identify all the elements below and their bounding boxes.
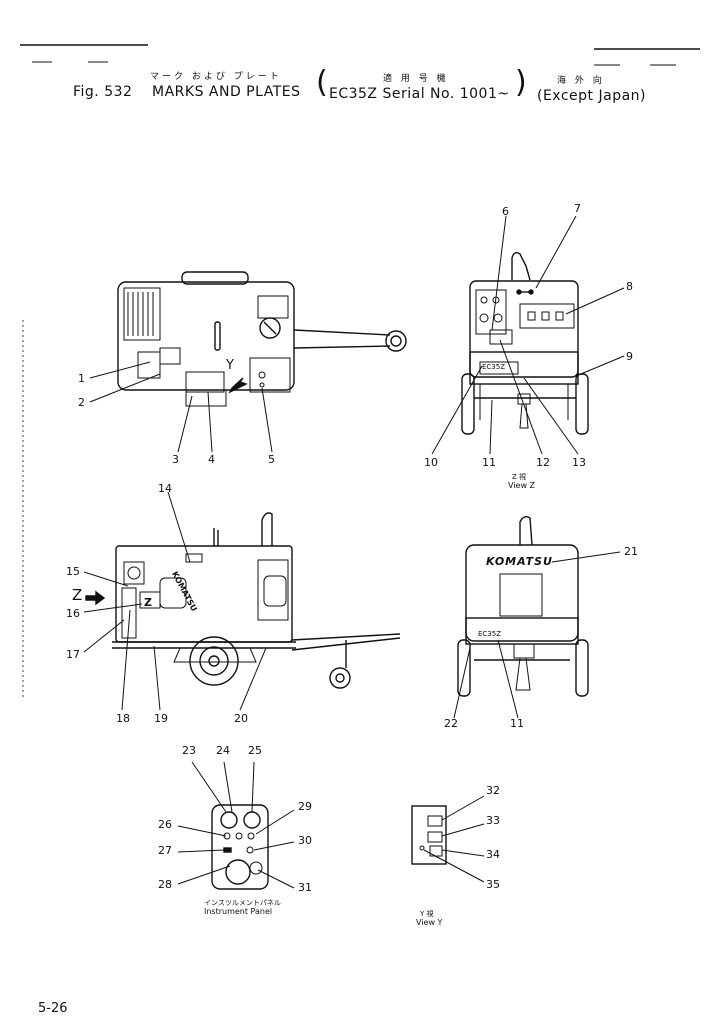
- callout-3: 3: [172, 453, 179, 466]
- callout-9: 9: [626, 350, 633, 363]
- komatsu-front-decal: KOMATSU: [486, 555, 553, 568]
- region-note: (Except Japan): [537, 88, 646, 104]
- callout-14: 14: [158, 482, 172, 495]
- machine-view-z: [461, 251, 589, 435]
- view-y-caption-jp: Y 視: [420, 910, 434, 918]
- callout-11: 11: [482, 456, 496, 469]
- view-z-arrow-label: Z: [72, 586, 83, 604]
- callout-31: 31: [298, 881, 312, 894]
- callout-26: 26: [158, 818, 172, 831]
- callout-12: 12: [536, 456, 550, 469]
- instrument-panel-drawing: [211, 804, 269, 890]
- callout-1: 1: [78, 372, 85, 385]
- view-z-caption: View Z: [508, 481, 536, 490]
- callout-25: 25: [248, 744, 262, 757]
- callout-7: 7: [574, 202, 581, 215]
- model-plate-rear: EC35Z: [482, 363, 506, 371]
- title-jp-region: 海 外 向: [557, 76, 605, 86]
- serial-range: EC35Z Serial No. 1001~: [329, 86, 510, 102]
- title-jp-marks: マーク および プレート: [150, 72, 282, 82]
- panel-caption: Instrument Panel: [204, 907, 273, 916]
- callout-8: 8: [626, 280, 633, 293]
- callout-20: 20: [234, 712, 248, 725]
- callout-30: 30: [298, 834, 312, 847]
- callout-29: 29: [298, 800, 312, 813]
- callout-13: 13: [572, 456, 586, 469]
- callout-33: 33: [486, 814, 500, 827]
- callout-34: 34: [486, 848, 500, 861]
- view-z-caption-jp: Z 視: [512, 473, 527, 481]
- callout-10: 10: [424, 456, 438, 469]
- callout-21: 21: [624, 545, 638, 558]
- figure-title: MARKS AND PLATES: [152, 84, 301, 100]
- z-box-mark: Z: [144, 596, 152, 609]
- model-plate-front: EC35Z: [478, 630, 502, 638]
- view-y-drawing: [411, 805, 447, 865]
- callout-32: 32: [486, 784, 500, 797]
- callout-23: 23: [182, 744, 196, 757]
- view-y-arrow-label: Y: [226, 358, 234, 373]
- callout-11-front: 11: [510, 717, 524, 730]
- machine-front-view: [457, 515, 589, 697]
- panel-caption-jp: インスツルメントパネル: [204, 899, 281, 907]
- machine-top-view: [117, 271, 407, 407]
- callout-4: 4: [208, 453, 215, 466]
- callout-22: 22: [444, 717, 458, 730]
- title-jp-serial: 適 用 号 機: [383, 74, 449, 84]
- view-y-caption: View Y: [416, 918, 443, 927]
- callout-15: 15: [66, 565, 80, 578]
- callout-28: 28: [158, 878, 172, 891]
- callout-16: 16: [66, 607, 80, 620]
- page-number: 5-26: [38, 1001, 68, 1016]
- callout-2: 2: [78, 396, 85, 409]
- callout-24: 24: [216, 744, 230, 757]
- callout-5: 5: [268, 453, 275, 466]
- bracket-close: ): [515, 65, 527, 100]
- callout-17: 17: [66, 648, 80, 661]
- leader-lines: [83, 215, 625, 889]
- callout-18: 18: [116, 712, 130, 725]
- bracket-open: (: [316, 65, 328, 100]
- callout-27: 27: [158, 844, 172, 857]
- callout-35: 35: [486, 878, 500, 891]
- callout-19: 19: [154, 712, 168, 725]
- figure-number: Fig. 532: [73, 84, 133, 100]
- callout-6: 6: [502, 205, 509, 218]
- machine-side-view: [85, 512, 401, 689]
